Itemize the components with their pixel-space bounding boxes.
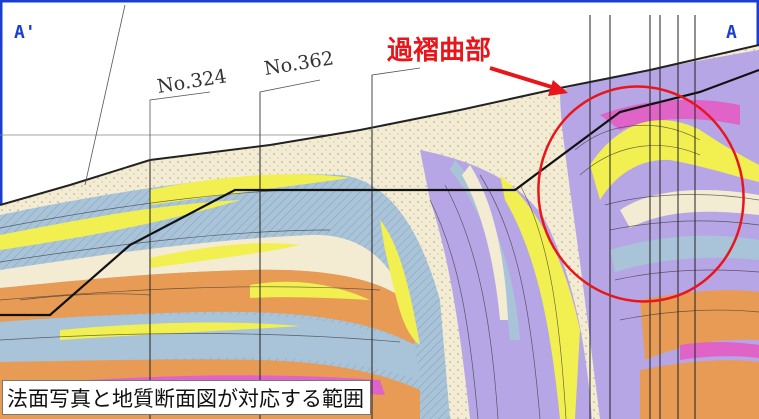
- cut-slope-profile: [0, 68, 759, 317]
- ground-surface-line: [0, 44, 759, 206]
- overturned-fold-label: 過褶曲部: [387, 36, 492, 66]
- annotation-arrowhead: [548, 80, 568, 96]
- annotation-arrow: [489, 66, 556, 90]
- overturned-fold-highlight: [537, 85, 745, 303]
- range-caption: 法面写真と地質断面図が対応する範囲: [2, 380, 371, 415]
- section-end-label-a-prime: A': [14, 22, 36, 43]
- section-end-label-a: A: [726, 22, 737, 43]
- borehole-lines: [149, 15, 696, 419]
